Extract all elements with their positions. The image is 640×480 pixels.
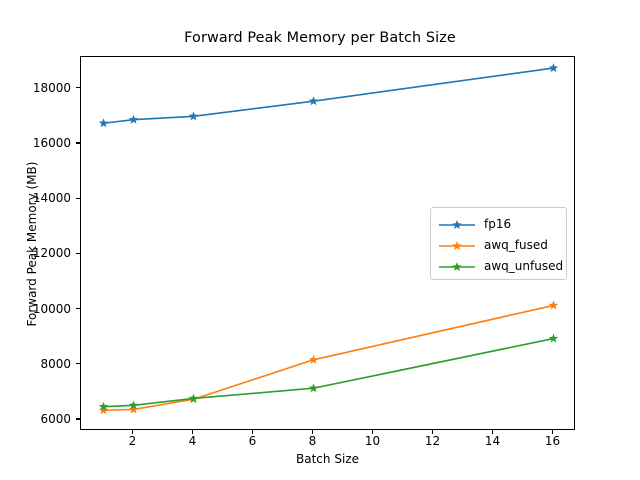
x-tick-label: 14 [484, 434, 501, 448]
data-point-marker [548, 300, 559, 310]
y-tick-label: 8000 [40, 356, 71, 371]
x-tick: 2 [113, 434, 153, 450]
y-tick-label: 12000 [32, 246, 71, 261]
series-awq_unfused [98, 333, 559, 411]
legend-swatch [437, 259, 477, 273]
legend-item-awq_unfused[interactable]: awq_unfused [437, 255, 564, 276]
series-line [102, 304, 555, 412]
legend-item-fp16[interactable]: fp16 [437, 213, 560, 234]
y-tick-label: 14000 [32, 191, 71, 206]
y-tick-mark [76, 87, 80, 89]
y-tick: 10000 [0, 302, 71, 316]
series-awq_fused [98, 300, 559, 415]
data-point-marker [98, 405, 109, 415]
legend: fp16 awq_fused awq_unfused [430, 207, 567, 280]
y-tick-label: 18000 [32, 80, 71, 95]
plot-svg [98, 63, 559, 415]
x-tick-mark [432, 430, 434, 434]
x-tick-mark [372, 430, 374, 434]
x-tick-mark [492, 430, 494, 434]
x-axis-label: Batch Size [296, 452, 359, 466]
x-tick-mark [252, 430, 254, 434]
y-tick: 12000 [0, 246, 71, 260]
legend-label: fp16 [484, 216, 512, 231]
series-line [102, 67, 555, 125]
y-tick-mark [76, 197, 80, 199]
y-tick-mark [76, 418, 80, 420]
legend-item-awq_fused[interactable]: awq_fused [437, 234, 560, 255]
data-point-marker [128, 400, 139, 410]
x-tick-label: 8 [308, 434, 317, 448]
y-tick: 8000 [0, 357, 71, 371]
data-point-marker [128, 404, 139, 414]
legend-label: awq_unfused [484, 258, 564, 273]
x-tick-label: 10 [364, 434, 381, 448]
x-tick-label: 2 [128, 434, 137, 448]
x-tick: 6 [233, 434, 273, 450]
data-point-marker [188, 393, 199, 403]
legend-swatch [437, 217, 477, 231]
y-tick-label: 10000 [32, 301, 71, 316]
data-point-marker [188, 111, 199, 121]
y-tick-label: 6000 [40, 411, 71, 426]
chart-title: Forward Peak Memory per Batch Size [184, 30, 456, 46]
y-tick-label: 16000 [32, 135, 71, 150]
y-tick-mark [76, 142, 80, 144]
data-point-marker [548, 63, 559, 73]
series-line [102, 337, 555, 408]
x-tick: 8 [293, 434, 333, 450]
x-tick-label: 12 [424, 434, 441, 448]
y-tick-mark [76, 363, 80, 365]
x-tick-mark [312, 430, 314, 434]
x-tick: 14 [473, 434, 513, 450]
x-tick-label: 6 [248, 434, 257, 448]
y-tick: 6000 [0, 412, 71, 426]
data-point-marker [308, 354, 319, 364]
y-axis-label: Forward Peak Memory (MB) [25, 161, 39, 327]
data-point-marker [308, 383, 319, 393]
x-tick: 12 [413, 434, 453, 450]
data-point-marker [98, 118, 109, 128]
legend-swatch [437, 238, 477, 252]
x-tick: 10 [353, 434, 393, 450]
x-tick-label: 4 [188, 434, 197, 448]
series-fp16 [98, 63, 559, 128]
legend-label: awq_fused [484, 237, 548, 252]
x-tick-mark [552, 430, 554, 434]
x-tick-label: 16 [544, 434, 561, 448]
y-tick: 14000 [0, 191, 71, 205]
y-tick-mark [76, 308, 80, 310]
y-tick-mark [76, 252, 80, 254]
x-tick: 16 [533, 434, 573, 450]
x-tick-mark [192, 430, 194, 434]
y-tick: 16000 [0, 136, 71, 150]
data-point-marker [308, 96, 319, 106]
data-point-marker [128, 114, 139, 124]
y-tick: 18000 [0, 81, 71, 95]
data-point-marker [98, 401, 109, 411]
x-tick: 4 [173, 434, 213, 450]
data-point-marker [548, 333, 559, 343]
x-tick-mark [132, 430, 134, 434]
